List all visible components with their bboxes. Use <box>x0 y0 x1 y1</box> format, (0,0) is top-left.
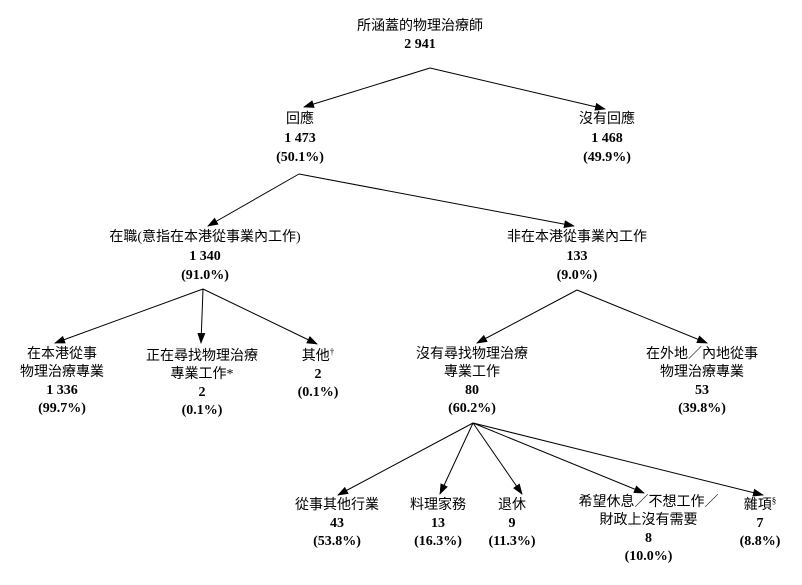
node-label: 非在本港從事業內工作 <box>507 230 647 245</box>
node-label: 雜項§ <box>743 495 777 513</box>
node-percent: (39.8%) <box>678 401 726 416</box>
node-percent: (10.0%) <box>624 549 673 564</box>
arrow-working-to-practising-hk <box>54 288 204 344</box>
arrow-not-seeking-to-miscellaneous <box>472 422 764 497</box>
arrow-not-seeking-to-retired <box>472 422 523 495</box>
node-percent: (0.1%) <box>181 403 223 418</box>
node-label: 在外地／內地從事 <box>646 347 758 362</box>
node-count: 80 <box>465 383 479 398</box>
node-label: 物理治療專業 <box>20 365 104 380</box>
node-label: 希望休息／不想工作／ <box>578 495 719 510</box>
node-percent: (0.1%) <box>297 385 339 400</box>
node-count: 133 <box>566 249 588 264</box>
node-label: 在職(意指在本港從事業內工作) <box>109 230 301 245</box>
node-label: 回應 <box>286 112 314 127</box>
node-working-in-hk: 在職(意指在本港從事業內工作) 1 340 (91.0%) <box>75 228 335 285</box>
node-count: 43 <box>330 516 344 531</box>
node-label: 所涵蓋的物理治療師 <box>357 19 483 34</box>
node-label: 從事其他行業 <box>295 498 379 513</box>
node-percent: (8.8%) <box>739 534 781 549</box>
node-label: 退休 <box>498 498 526 513</box>
node-count: 7 <box>756 516 764 531</box>
node-count: 8 <box>645 531 652 546</box>
node-percent: (9.0%) <box>556 268 598 283</box>
node-percent: (60.2%) <box>448 401 496 416</box>
node-percent: (53.8%) <box>313 534 361 549</box>
node-percent: (11.3%) <box>488 534 536 549</box>
node-other-industry: 從事其他行業 43 (53.8%) <box>272 497 402 551</box>
node-label: 料理家務 <box>410 498 466 513</box>
arrow-not-seeking-to-wish-to-rest <box>472 422 645 494</box>
node-percent: (16.3%) <box>414 534 462 549</box>
node-count: 13 <box>431 516 445 531</box>
node-label: 物理治療專業 <box>660 365 744 380</box>
node-count: 2 941 <box>404 37 436 52</box>
footnote-marker: § <box>771 495 777 506</box>
node-seeking-pt-work: 正在尋找物理治療 專業工作* 2 (0.1%) <box>122 348 282 420</box>
arrow-not-working-to-not-seeking <box>476 289 578 344</box>
arrow-not-seeking-to-household <box>439 422 474 495</box>
node-responded: 回應 1 473 (50.1%) <box>250 110 350 167</box>
node-percent: (91.0%) <box>181 268 229 283</box>
node-label: 在本港從事 <box>27 347 97 362</box>
node-practising-in-hk: 在本港從事 物理治療專業 1 336 (99.7%) <box>2 346 122 418</box>
node-count: 1 473 <box>284 131 316 146</box>
node-percent: (99.7%) <box>38 401 86 416</box>
node-label: 其他† <box>301 346 335 364</box>
arrow-covered-to-no-response <box>429 67 606 111</box>
node-household-duties: 料理家務 13 (16.3%) <box>388 497 488 551</box>
node-count: 1 340 <box>189 249 221 264</box>
node-no-response: 沒有回應 1 468 (49.9%) <box>537 110 677 167</box>
node-label: 沒有尋找物理治療 <box>416 347 528 362</box>
footnote-marker: † <box>329 346 335 357</box>
node-covered-physiotherapists: 所涵蓋的物理治療師 2 941 <box>320 18 520 54</box>
node-label: 沒有回應 <box>579 112 635 127</box>
node-count: 53 <box>695 383 709 398</box>
node-others: 其他† 2 (0.1%) <box>268 346 368 402</box>
arrow-not-working-to-overseas <box>576 289 708 344</box>
node-count: 9 <box>508 516 516 531</box>
node-count: 2 <box>198 385 206 400</box>
node-count: 2 <box>314 367 322 382</box>
node-miscellaneous: 雜項§ 7 (8.8%) <box>718 495 802 551</box>
arrow-working-to-others <box>202 288 318 345</box>
node-label: 正在尋找物理治療 <box>146 349 258 364</box>
node-retired: 退休 9 (11.3%) <box>472 497 552 551</box>
node-not-working-in-field-in-hk: 非在本港從事業內工作 133 (9.0%) <box>467 228 687 285</box>
node-practising-overseas-mainland: 在外地／內地從事 物理治療專業 53 (39.8%) <box>622 346 782 418</box>
node-count: 1 468 <box>591 131 623 146</box>
node-percent: (50.1%) <box>276 150 324 165</box>
arrow-responded-to-working <box>207 173 300 227</box>
node-count: 1 336 <box>46 383 78 398</box>
node-not-seeking-pt-work: 沒有尋找物理治療 專業工作 80 (60.2%) <box>392 346 552 418</box>
node-wish-to-rest: 希望休息／不想工作／ 財政上沒有需要 8 (10.0%) <box>556 494 741 566</box>
node-label: 專業工作 <box>444 365 500 380</box>
arrow-working-to-seeking <box>197 288 206 344</box>
arrow-responded-to-not-working <box>298 173 575 229</box>
node-percent: (49.9%) <box>583 150 631 165</box>
node-label: 財政上沒有需要 <box>599 513 698 528</box>
arrow-not-seeking-to-other-industry <box>337 422 474 496</box>
arrow-covered-to-responded <box>303 67 431 108</box>
node-label: 專業工作* <box>170 367 234 382</box>
